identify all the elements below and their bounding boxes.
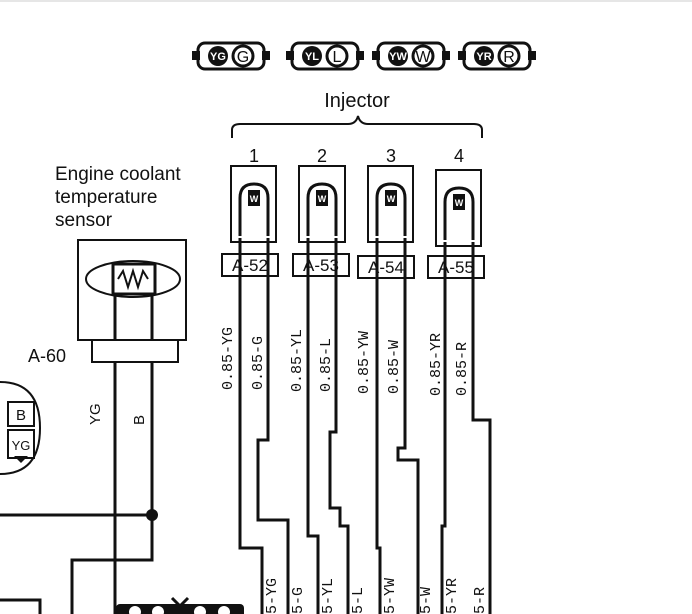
wire-2-yl — [306, 238, 320, 614]
sensor-label-line-3: sensor — [55, 210, 113, 231]
color-code-left: YL — [305, 51, 319, 63]
injector-4: W — [435, 169, 482, 247]
injector-number-2: 2 — [317, 146, 327, 166]
sensor-wire-label-b: B — [131, 415, 148, 425]
wire-label: 0.85-YL — [289, 329, 306, 392]
wire-label: 0.85-YW — [356, 331, 373, 394]
wire-3-w — [396, 238, 420, 614]
connector-label-a55: A-55 — [427, 255, 485, 279]
sensor-label-line-2: temperature — [55, 187, 157, 208]
bottom-connector — [116, 596, 244, 614]
connector-label-a52: A-52 — [221, 253, 279, 277]
color-code-left: YR — [476, 51, 491, 63]
color-code-connector-1: YG G — [192, 41, 270, 71]
injector-number-1: 1 — [249, 146, 259, 166]
svg-text:A-52: A-52 — [232, 256, 268, 275]
wire-label: 5-G — [290, 587, 307, 614]
wire-4-r — [471, 242, 492, 614]
wire-label: 0.85-R — [454, 342, 471, 396]
color-code-connector-4: YR R — [458, 41, 536, 71]
injector-number-4: 4 — [454, 146, 464, 166]
color-code-right: L — [333, 49, 342, 66]
sensor-label-line-1: Engine coolant — [55, 164, 181, 185]
wire-label: 5-R — [472, 587, 489, 614]
splice-point — [146, 509, 158, 521]
injector-title: Injector — [324, 90, 390, 112]
sensor-connector-label: A-60 — [28, 346, 66, 366]
wire-label: 0.85-YR — [428, 333, 445, 396]
wire-1-yg — [238, 238, 264, 614]
wire-label: 0.85-W — [386, 340, 403, 394]
color-code-right: G — [237, 49, 249, 66]
side-connector-pin-yg: YG — [12, 438, 31, 453]
connector-label-a53: A-53 — [292, 253, 350, 277]
svg-text:A-53: A-53 — [303, 256, 339, 275]
wire-label: 5-YG — [264, 578, 281, 614]
color-code-right: W — [415, 49, 431, 66]
side-connector: B YG — [0, 381, 42, 475]
color-code-right: R — [503, 49, 515, 66]
wire-3-yw — [375, 238, 382, 614]
wire-1-g — [256, 238, 290, 614]
wire-label: 5-YL — [320, 578, 337, 614]
injector-pin-label: W — [387, 194, 396, 204]
injector-pin-label: W — [455, 198, 464, 208]
injector-wires — [238, 238, 492, 614]
color-code-left: YG — [210, 51, 226, 63]
color-code-connector-2: YL L — [286, 41, 364, 71]
injector-1: W — [230, 165, 277, 243]
wire-label: 0.85-L — [318, 338, 335, 392]
wire-label: 5-W — [418, 587, 435, 614]
thermistor-icon — [117, 267, 149, 291]
sensor-wire-label-yg: YG — [87, 403, 104, 425]
wire-2-l — [328, 238, 350, 614]
wire-label: 0.85-G — [250, 336, 267, 390]
wire-labels-lower: 5-YG 5-G 5-YL 5-L 5-YW 5-W 5-YR 5-R — [264, 578, 489, 614]
wire-label: 0.85-YG — [220, 327, 237, 390]
injector-2: W — [298, 165, 346, 243]
wire-label: 5-YR — [444, 578, 461, 614]
injector-number-3: 3 — [386, 146, 396, 166]
bottom-left-wire — [0, 598, 42, 614]
wire-4-yr — [440, 242, 447, 614]
injector-pin-label: W — [318, 194, 327, 204]
wire-label: 5-L — [350, 587, 367, 614]
wire-labels-upper: 0.85-YG 0.85-G 0.85-YL 0.85-L 0.85-YW 0.… — [220, 327, 471, 396]
coolant-sensor — [77, 239, 187, 363]
injector-brace — [231, 115, 483, 138]
svg-text:A-54: A-54 — [368, 258, 404, 277]
injector-pin-label: W — [250, 194, 259, 204]
sensor-wires — [0, 294, 154, 614]
side-connector-pin-b: B — [16, 407, 26, 424]
svg-text:A-55: A-55 — [438, 258, 474, 277]
color-code-connector-3: YW W — [372, 41, 450, 71]
wire-label: 5-YW — [382, 578, 399, 614]
color-code-left: YW — [389, 51, 407, 63]
injector-3: W — [367, 165, 414, 243]
